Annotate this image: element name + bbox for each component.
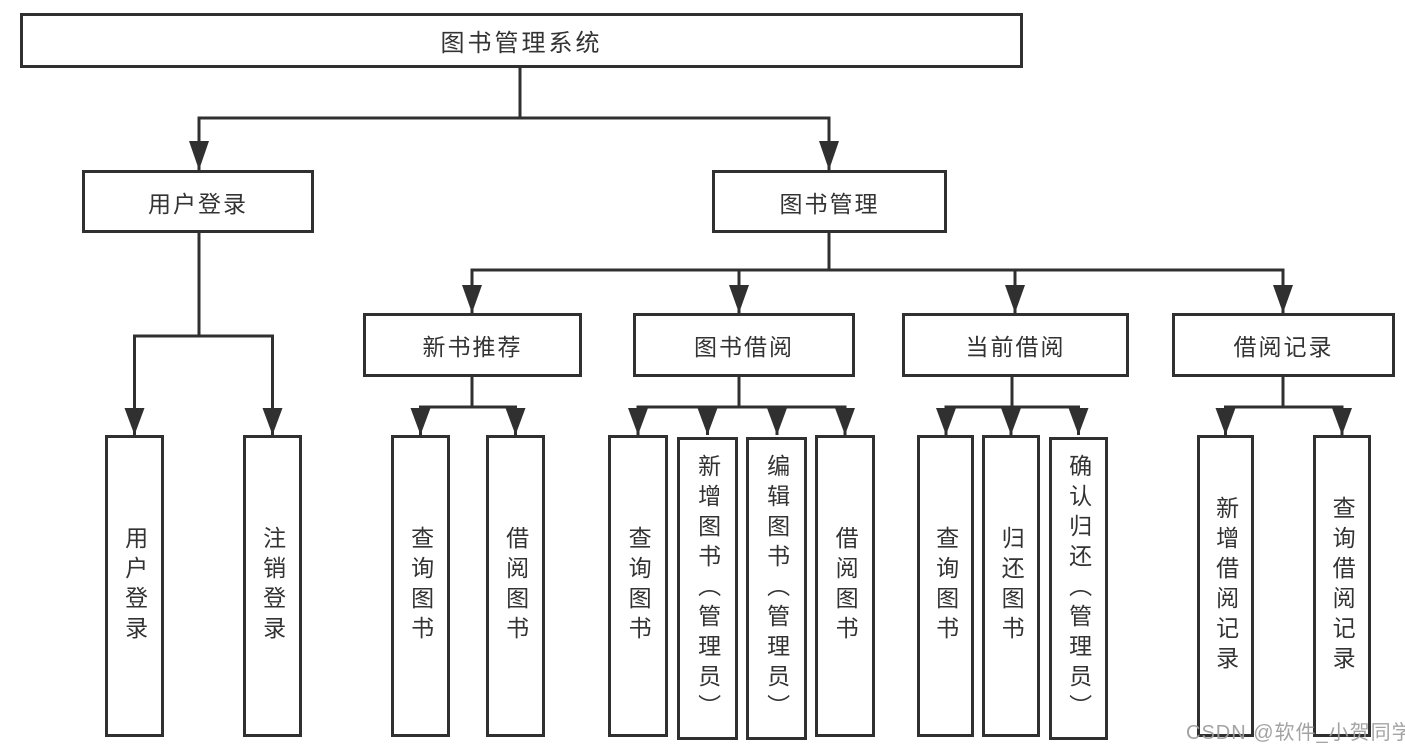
leaf-bb-query-books: 查询图书 [608,435,668,737]
leaf-bb-add-books: 新增图书（管理员） [677,437,738,740]
edge-borrow-records-to-leaves [1215,377,1352,435]
leaf-nb-borrow-books: 借阅图书 [486,435,545,737]
node-new-book-rec-label: 新书推荐 [422,334,523,360]
node-book-mgmt-label: 图书管理 [779,190,880,217]
leaf-logout-label: 注销登录 [259,526,286,646]
leaf-bb-borrow-books-label: 借阅图书 [832,526,859,646]
leaf-cb-confirm-return-label: 确认归还（管理员） [1065,453,1092,724]
node-user-login-label: 用户登录 [148,190,248,217]
node-book-borrow: 图书借阅 [633,313,855,377]
leaf-br-query-record-label: 查询借阅记录 [1329,496,1356,676]
leaf-cb-query-books-label: 查询图书 [932,526,959,646]
edge-current-borrow-to-leaves [936,377,1089,435]
leaf-user-login: 用户登录 [105,435,164,737]
leaf-bb-add-books-label: 新增图书（管理员） [694,453,721,724]
edge-new-book-rec-to-leaves [410,377,526,435]
leaf-cb-confirm-return: 确认归还（管理员） [1049,437,1108,740]
leaf-cb-return-books-label: 归还图书 [998,526,1025,646]
leaf-nb-borrow-books-label: 借阅图书 [502,526,529,646]
leaf-bb-borrow-books: 借阅图书 [815,435,875,737]
edge-book-borrow-to-leaves [628,377,855,435]
edge-root-to-level1 [189,68,839,170]
csdn-watermark: CSDN @软件_小贺同学 [1186,722,1405,744]
node-book-borrow-label: 图书借阅 [694,334,794,360]
edge-book-mgmt-to-level2 [462,233,1293,313]
node-root: 图书管理系统 [20,13,1023,68]
leaf-nb-query-books: 查询图书 [391,435,450,737]
edge-user-login-to-leaves [124,233,283,435]
node-book-mgmt: 图书管理 [712,170,947,233]
node-current-borrow: 当前借阅 [902,313,1129,377]
leaf-bb-edit-books-label: 编辑图书（管理员） [763,453,790,724]
node-user-login: 用户登录 [82,170,314,233]
leaf-nb-query-books-label: 查询图书 [407,526,434,646]
leaf-bb-edit-books: 编辑图书（管理员） [746,437,807,740]
leaf-logout: 注销登录 [243,435,302,737]
leaf-br-query-record: 查询借阅记录 [1313,435,1371,737]
node-root-label: 图书管理系统 [440,30,603,57]
node-new-book-rec: 新书推荐 [363,313,582,377]
leaf-br-add-record: 新增借阅记录 [1197,435,1254,737]
node-borrow-records: 借阅记录 [1172,313,1395,377]
leaf-br-add-record-label: 新增借阅记录 [1212,496,1239,676]
leaf-user-login-label: 用户登录 [121,526,148,646]
leaf-bb-query-books-label: 查询图书 [625,526,652,646]
node-current-borrow-label: 当前借阅 [965,334,1066,360]
leaf-cb-query-books: 查询图书 [917,435,974,737]
node-borrow-records-label: 借阅记录 [1233,334,1334,360]
leaf-cb-return-books: 归还图书 [982,435,1040,737]
